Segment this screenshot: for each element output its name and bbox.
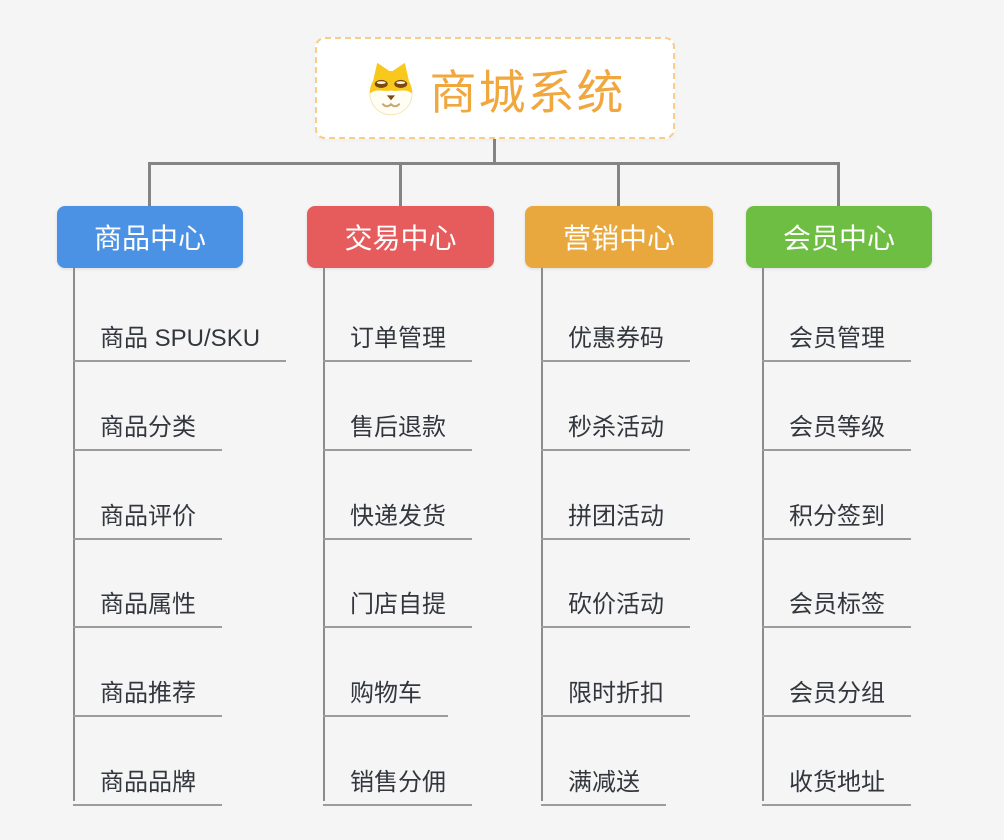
topic-item[interactable]: 商品品牌 [73, 762, 222, 806]
dog-face-icon [368, 62, 413, 116]
topic-item[interactable]: 商品属性 [73, 584, 222, 628]
topic-item[interactable]: 砍价活动 [541, 584, 690, 628]
branch-node-members[interactable]: 会员中心 [746, 206, 932, 268]
topic-item[interactable]: 商品推荐 [73, 673, 222, 717]
connector-bus-line [148, 162, 840, 165]
connector-drop-goods [148, 162, 151, 207]
topic-item[interactable]: 拼团活动 [541, 496, 690, 540]
branch-trunk-line-marketing [541, 268, 543, 801]
branch-node-marketing[interactable]: 营销中心 [525, 206, 713, 268]
connector-drop-marketing [617, 162, 620, 207]
topic-item[interactable]: 积分签到 [762, 496, 911, 540]
branch-trunk-line-trade [323, 268, 325, 801]
branch-node-trade[interactable]: 交易中心 [307, 206, 494, 268]
root-node[interactable]: 商城系统 [315, 37, 675, 139]
topic-item[interactable]: 商品 SPU/SKU [73, 318, 287, 362]
connector-drop-members [837, 162, 840, 207]
branch-trunk-line-members [762, 268, 764, 801]
topic-item[interactable]: 商品分类 [73, 407, 222, 451]
connector-drop-trade [399, 162, 402, 207]
topic-item[interactable]: 收货地址 [762, 762, 911, 806]
connector-root-drop [493, 139, 496, 163]
topic-item[interactable]: 会员标签 [762, 584, 911, 628]
branch-node-goods[interactable]: 商品中心 [57, 206, 243, 268]
topic-item[interactable]: 会员等级 [762, 407, 911, 451]
branch-trunk-line-goods [73, 268, 75, 801]
topic-item[interactable]: 限时折扣 [541, 673, 690, 717]
topic-item[interactable]: 销售分佣 [323, 762, 472, 806]
topic-item[interactable]: 门店自提 [323, 584, 472, 628]
topic-item[interactable]: 售后退款 [323, 407, 472, 451]
topic-item[interactable]: 快递发货 [323, 496, 472, 540]
topic-item[interactable]: 购物车 [323, 673, 448, 717]
topic-item[interactable]: 优惠券码 [541, 318, 690, 362]
topic-item[interactable]: 会员分组 [762, 673, 911, 717]
topic-item[interactable]: 订单管理 [323, 318, 472, 362]
topic-item[interactable]: 商品评价 [73, 496, 222, 540]
topic-item[interactable]: 满减送 [541, 762, 666, 806]
topic-item[interactable]: 会员管理 [762, 318, 911, 362]
root-title: 商城系统 [429, 65, 626, 119]
topic-item[interactable]: 秒杀活动 [541, 407, 690, 451]
